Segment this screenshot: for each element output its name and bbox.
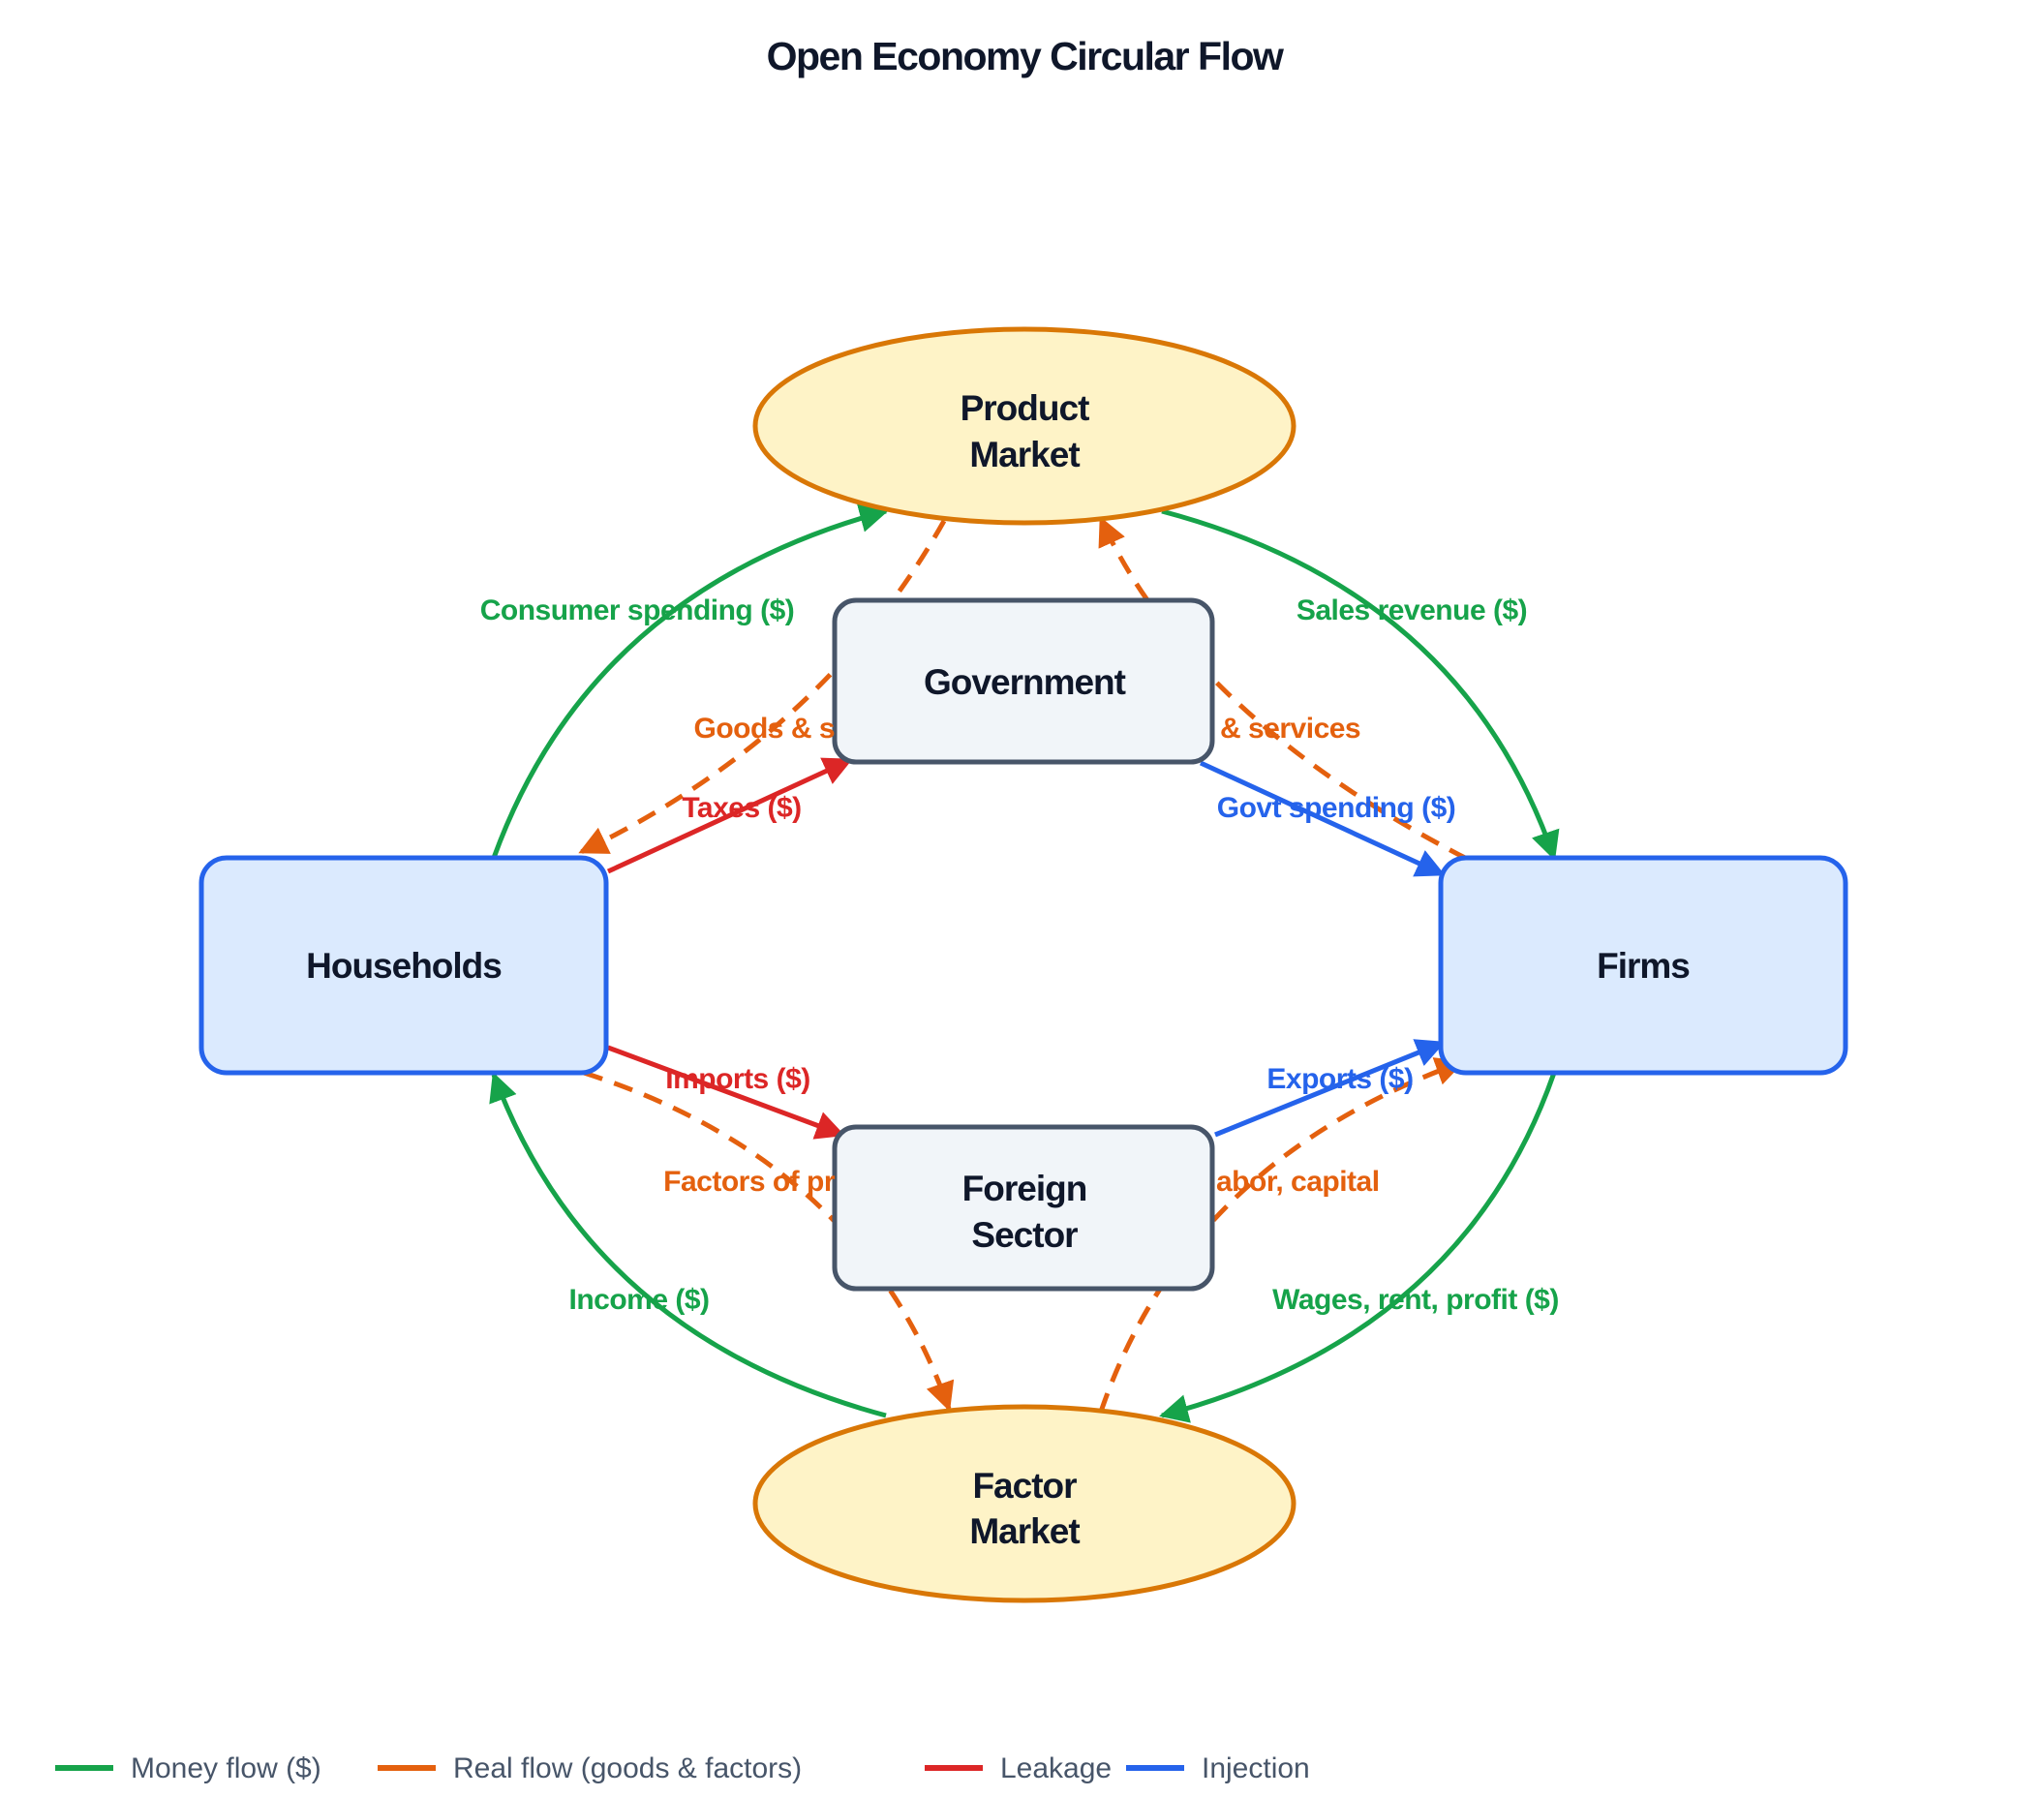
money-flow-edges bbox=[489, 503, 1560, 1423]
edge-labels: Consumer spending ($) Sales revenue ($) … bbox=[480, 594, 1560, 1316]
legend-item-real: Real flow (goods & factors) bbox=[378, 1752, 802, 1784]
leakage-taxes bbox=[606, 757, 853, 874]
households-label: Households bbox=[306, 946, 502, 986]
real-flow-households-to-factor-market bbox=[583, 1070, 955, 1412]
foreign-sector-label-line1: Foreign bbox=[962, 1169, 1087, 1208]
label-goods-services-right: & services bbox=[1220, 713, 1360, 745]
label-sales-revenue: Sales revenue ($) bbox=[1297, 594, 1527, 626]
legend-item-money: Money flow ($) bbox=[55, 1752, 321, 1784]
injection-govt-spending bbox=[1199, 760, 1446, 877]
label-wages: Wages, rent, profit ($) bbox=[1272, 1284, 1559, 1316]
injection-exports bbox=[1214, 1039, 1446, 1138]
node-households: Households bbox=[198, 855, 609, 1076]
legend-item-injection: Injection bbox=[1126, 1752, 1310, 1784]
node-factor-market: Factor Market bbox=[752, 1404, 1297, 1603]
factor-market-label-line2: Market bbox=[969, 1511, 1080, 1551]
label-imports: Imports ($) bbox=[665, 1063, 810, 1095]
product-market-label-line1: Product bbox=[961, 388, 1089, 428]
real-flow-goods-to-households bbox=[578, 519, 947, 855]
legend-label-money: Money flow ($) bbox=[131, 1752, 321, 1784]
money-flow-income bbox=[489, 1072, 887, 1418]
label-govt-spending: Govt spending ($) bbox=[1217, 792, 1456, 824]
legend-label-leakage: Leakage bbox=[1000, 1752, 1112, 1784]
leakage-imports bbox=[607, 1045, 845, 1140]
label-taxes: Taxes ($) bbox=[682, 792, 801, 824]
injection-edges bbox=[1199, 760, 1446, 1138]
money-flow-consumer-spending bbox=[491, 503, 889, 859]
label-factors-right: abor, capital bbox=[1216, 1166, 1380, 1198]
product-market-label-line2: Market bbox=[969, 435, 1080, 474]
label-income: Income ($) bbox=[568, 1284, 709, 1316]
real-flow-firms-to-product-market bbox=[1098, 516, 1469, 862]
real-flow-factor-market-to-firms bbox=[1098, 1057, 1465, 1413]
label-factors-left: Factors of pr bbox=[663, 1166, 836, 1198]
node-product-market: Product Market bbox=[752, 326, 1297, 526]
firms-label: Firms bbox=[1597, 946, 1690, 986]
label-goods-services-left: Goods & s bbox=[693, 713, 835, 745]
legend-item-leakage: Leakage bbox=[925, 1752, 1112, 1784]
label-exports: Exports ($) bbox=[1266, 1063, 1413, 1095]
node-firms: Firms bbox=[1438, 855, 1848, 1076]
money-flow-sales-revenue bbox=[1161, 508, 1560, 861]
government-label: Government bbox=[924, 662, 1126, 702]
legend-label-injection: Injection bbox=[1202, 1752, 1310, 1784]
page-title: Open Economy Circular Flow bbox=[767, 34, 1284, 78]
factor-market-label-line1: Factor bbox=[972, 1466, 1077, 1506]
legend-label-real: Real flow (goods & factors) bbox=[453, 1752, 802, 1784]
foreign-sector-label-line2: Sector bbox=[971, 1215, 1078, 1255]
label-consumer-spending: Consumer spending ($) bbox=[480, 594, 795, 626]
node-foreign-sector: Foreign Sector bbox=[832, 1124, 1215, 1292]
money-flow-wages bbox=[1159, 1072, 1557, 1423]
legend: Money flow ($) Real flow (goods & factor… bbox=[55, 1752, 1310, 1784]
node-government: Government bbox=[832, 597, 1215, 765]
real-flow-edges bbox=[578, 516, 1469, 1413]
leakage-edges bbox=[606, 757, 853, 1140]
